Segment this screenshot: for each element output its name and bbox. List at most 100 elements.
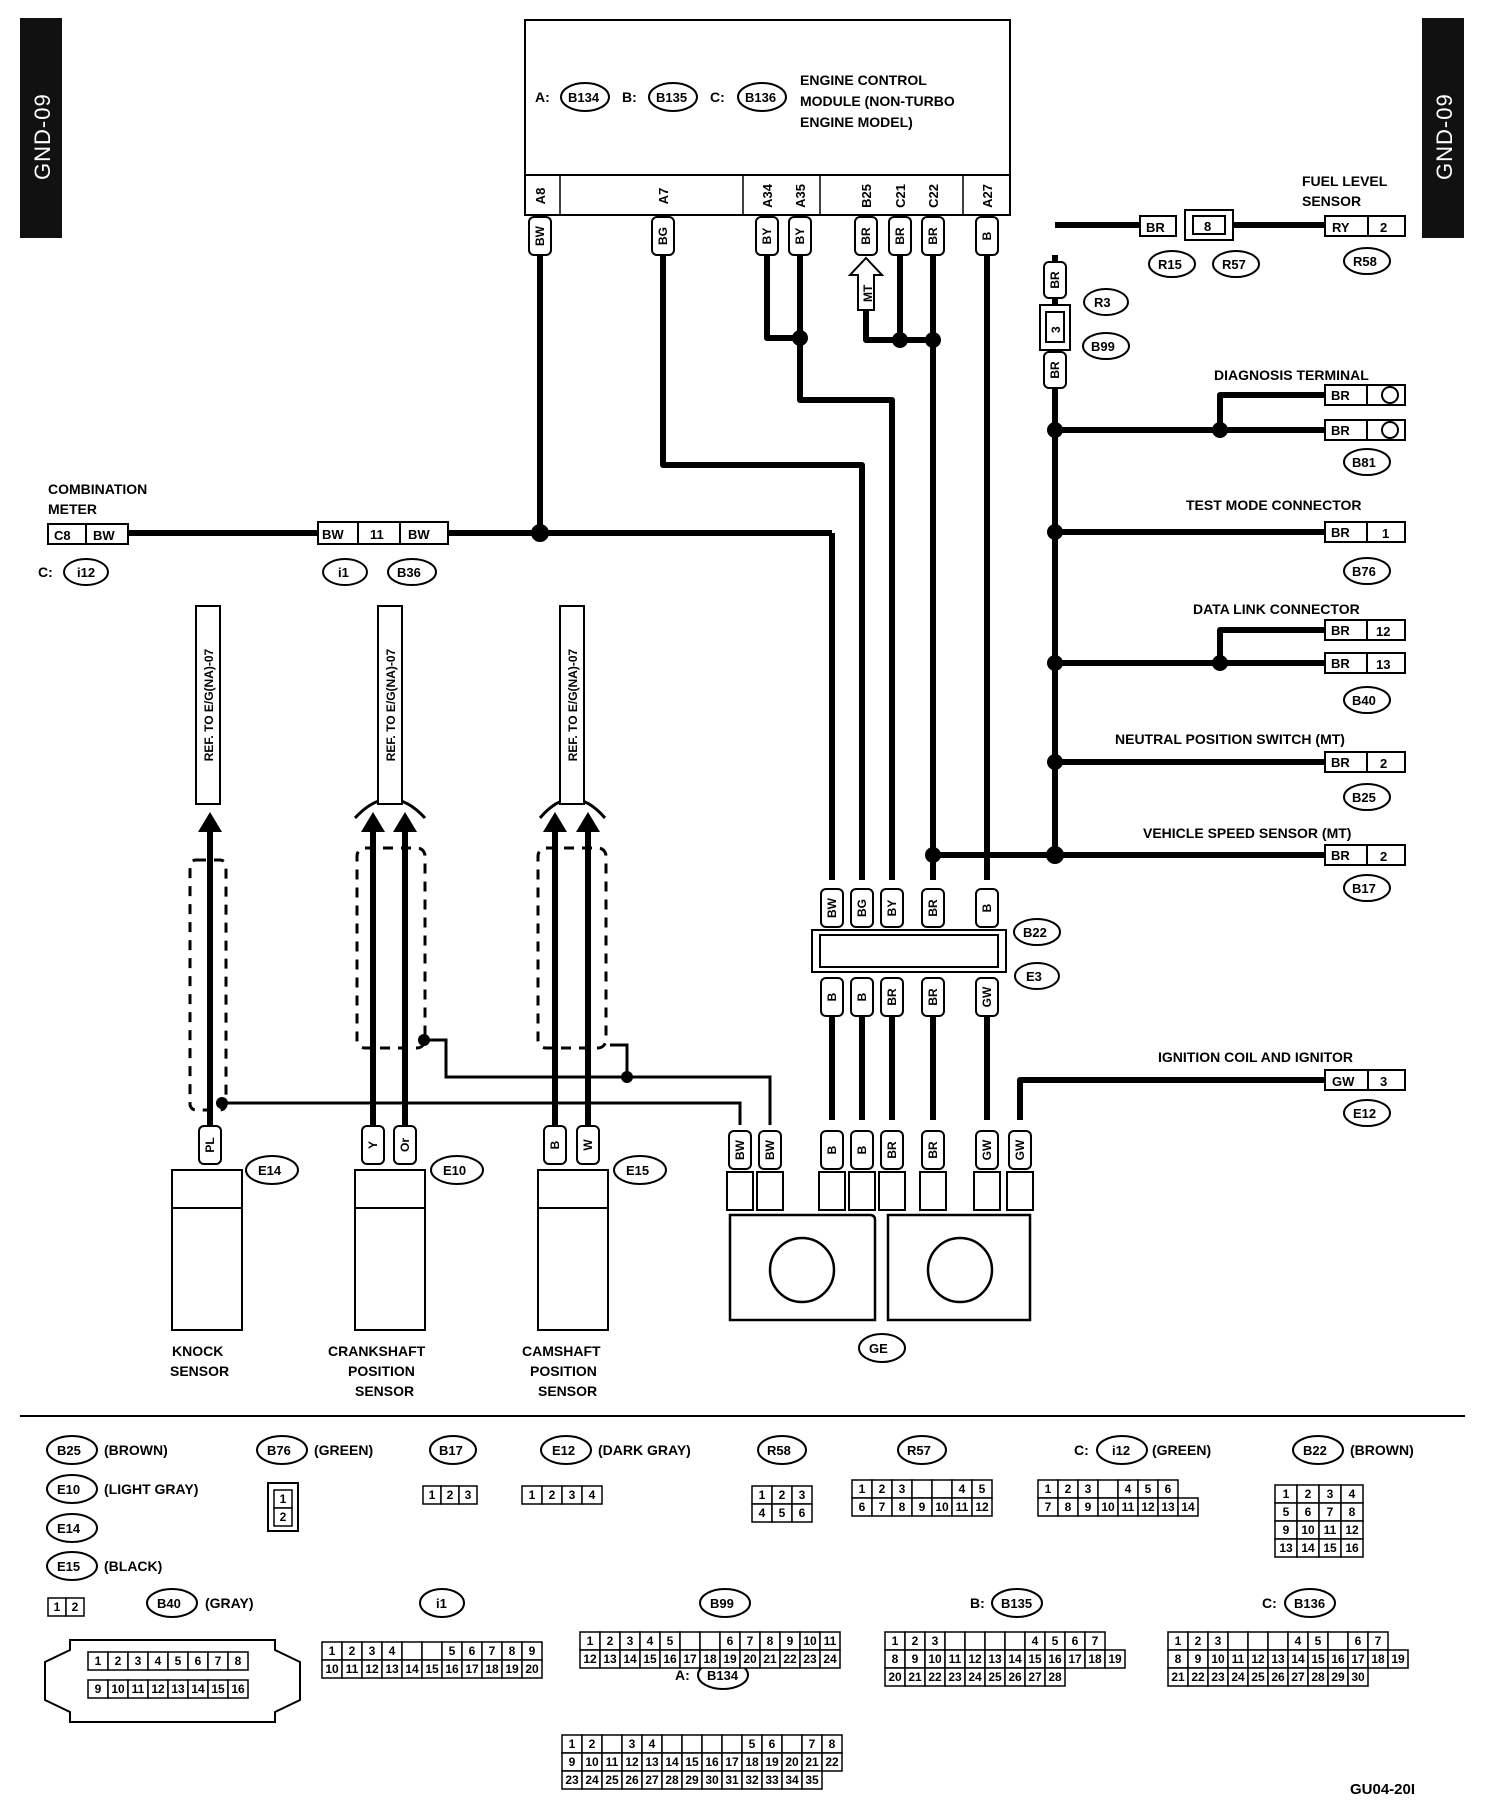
legend-grid-b136-cell-30: 30	[1351, 1670, 1365, 1684]
ground-wire-tag-7: GW	[1008, 1130, 1032, 1170]
legend-grid-b134-cell-20: 20	[785, 1755, 799, 1769]
legend-grid-i1-cell-17: 17	[465, 1662, 479, 1676]
ground-wire-tag-2: B	[820, 1130, 844, 1170]
legend-grid-i12-cell-11: 11	[1122, 1500, 1135, 1514]
junction-top-tag-0: BW	[820, 888, 844, 928]
mt-label: MT	[861, 284, 875, 302]
legend-grid-b134-cell-23: 23	[565, 1773, 579, 1787]
legend-grid-b134-cell-34: 34	[785, 1773, 799, 1787]
ground-wire-tag-6: GW	[975, 1130, 999, 1170]
r3-wire-top-text: BR	[1048, 271, 1062, 289]
junction-bottom-tag-2: BR	[880, 977, 904, 1017]
ecm-wire-tag-3: BY	[788, 216, 812, 256]
legend-grid-i1-cell-14: 14	[405, 1662, 419, 1676]
legend-grid-b136-cell-29: 29	[1331, 1670, 1345, 1684]
legend-grid-b134-cell-14: 14	[665, 1755, 679, 1769]
conn-e15: E15	[626, 1163, 649, 1178]
legend-grid-b134-cell-7: 7	[809, 1737, 816, 1751]
ground-terminal-2	[818, 1171, 846, 1211]
right-br-tag-0: BR	[1324, 384, 1368, 406]
legend-grid-b135-cell-12: 12	[968, 1652, 982, 1666]
legend-grid-b134-cell-24: 24	[585, 1773, 599, 1787]
ecm-wire-tag-5-text: BR	[893, 227, 907, 245]
sensor-wire-tag-3-text: B	[548, 1140, 562, 1149]
dlc-pin-13: 13	[1376, 657, 1390, 672]
legend-grid-b136-cell-21: 21	[1171, 1670, 1185, 1684]
ground-wire-tag-4: BR	[880, 1130, 904, 1170]
legend-grid-b134-cell-22: 22	[825, 1755, 839, 1769]
legend-grid-b135-cell-17: 17	[1068, 1652, 1082, 1666]
legend-r58: R58	[767, 1443, 791, 1458]
legend-grid-b22-cell-12: 12	[1345, 1523, 1359, 1537]
legend-grid-b76-cell-1: 1	[280, 1492, 287, 1506]
legend-grid-b99-cell-7: 7	[747, 1634, 754, 1648]
r3-wire-bottom: BR	[1043, 351, 1067, 389]
legend-grid-b136-cell-22: 22	[1191, 1670, 1205, 1684]
legend-grid-b135-cell-7: 7	[1092, 1634, 1099, 1648]
ref-arrow-1	[361, 812, 385, 832]
legend-grid-b99-cell-17: 17	[683, 1652, 697, 1666]
junction-dots	[216, 330, 1228, 1109]
ecm-conn-a-id: B134	[568, 90, 600, 105]
wire-bw-meter: BW	[93, 528, 115, 543]
ecm-wire-tag-7: B	[975, 216, 999, 256]
i12-prefix: C:	[38, 564, 53, 580]
cam-label-3: SENSOR	[538, 1383, 597, 1399]
legend-i12-prefix: C:	[1074, 1442, 1089, 1458]
legend-grid-b40-bottom-cell-11: 11	[132, 1682, 145, 1696]
legend-grid-b134-cell-19: 19	[765, 1755, 779, 1769]
legend-grid-r57-cell-6: 6	[859, 1500, 866, 1514]
legend-grid-b99-cell-1: 1	[587, 1634, 594, 1648]
legend-grid-b136-cell-24: 24	[1231, 1670, 1245, 1684]
legend-grid-i1-cell-9: 9	[529, 1644, 536, 1658]
vss-pin-2: 2	[1380, 849, 1387, 864]
junction-top-tag-0-text: BW	[825, 897, 839, 918]
legend-b76: B76	[267, 1443, 291, 1458]
legend-grid-b134-cell-26: 26	[625, 1773, 639, 1787]
right-br-tag-2-text: BR	[1331, 525, 1350, 540]
legend-grid-i1-cell-6: 6	[469, 1644, 476, 1658]
junction-top-tag-2: BY	[880, 888, 904, 928]
legend-grid-b135-cell-6: 6	[1072, 1634, 1079, 1648]
legend-grid-b134-cell-32: 32	[745, 1773, 759, 1787]
sensor-wire-tag-1-text: Y	[366, 1141, 380, 1149]
sensor-wire-tag-2-text: Or	[398, 1138, 412, 1152]
legend-b135: B135	[1001, 1596, 1032, 1611]
legend-grid-e12-cell-4: 4	[589, 1488, 596, 1502]
legend-grid-b135-cell-11: 11	[949, 1652, 962, 1666]
ground-terminal-3	[848, 1171, 876, 1211]
legend-grid-b135-cell-8: 8	[892, 1652, 899, 1666]
legend-grid-b136-cell-18: 18	[1371, 1652, 1385, 1666]
r3-wire-bottom-text: BR	[1048, 361, 1062, 379]
legend-grid-b134-cell-11: 11	[606, 1755, 619, 1769]
ground-wire-tag-3: B	[850, 1130, 874, 1170]
right-pin-box-5	[1366, 751, 1406, 773]
legend-b135-prefix: B:	[970, 1595, 985, 1611]
legend-e14: E14	[57, 1521, 81, 1536]
legend-grid-b135-cell-24: 24	[968, 1670, 982, 1684]
ground-wire-tag-4-text: BR	[885, 1141, 899, 1159]
ecm-wire-tag-4: BR	[854, 216, 878, 256]
legend-e12-color: (DARK GRAY)	[598, 1442, 691, 1458]
right-br-tag-6-text: BR	[1331, 848, 1350, 863]
legend-grid-b22-cell-1: 1	[1283, 1487, 1290, 1501]
legend-grid-b134-cell-28: 28	[665, 1773, 679, 1787]
legend-grid-i12-cell-6: 6	[1165, 1482, 1172, 1496]
legend-grid-b134-cell-15: 15	[685, 1755, 699, 1769]
page-tag-right-text: GND-09	[1432, 93, 1457, 180]
ecm-pin-A8: A8	[533, 188, 548, 205]
ref-label-1: REF. TO E/G(NA)-07	[384, 648, 398, 761]
ecm-wire-tag-3-text: BY	[793, 228, 807, 245]
legend-grid-b135-cell-14: 14	[1008, 1652, 1022, 1666]
combination-meter: COMBINATION METER C8 BW C: i12 BW 11 BW …	[38, 481, 449, 586]
cam-label-2: POSITION	[530, 1363, 597, 1379]
shield-wiring	[188, 797, 772, 1125]
legend-grid-i12-cell-7: 7	[1045, 1500, 1052, 1514]
